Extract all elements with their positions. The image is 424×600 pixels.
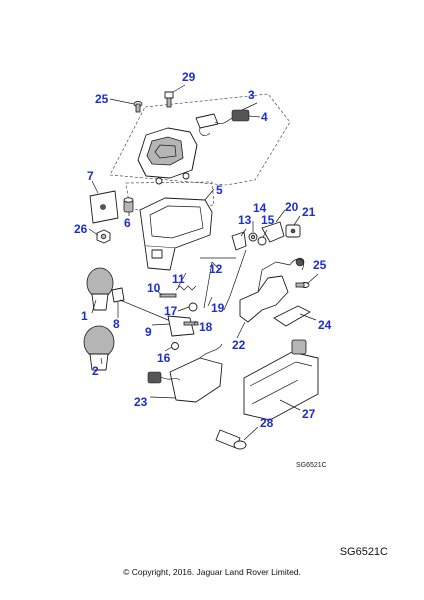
bolt-29	[164, 91, 174, 108]
knob-cover-2	[83, 325, 115, 371]
screw-25-top	[133, 101, 143, 113]
callout-9: 9	[145, 325, 152, 339]
callout-25-right: 25	[313, 258, 327, 272]
callout-21: 21	[302, 205, 316, 219]
interlock-assembly-22	[239, 257, 305, 323]
selector-housing	[137, 127, 198, 185]
bushing-14	[248, 232, 258, 242]
callout-14: 14	[253, 201, 267, 215]
callout-29: 29	[182, 70, 196, 84]
pin-18	[183, 321, 199, 326]
callout-24: 24	[318, 318, 332, 332]
callout-19: 19	[211, 301, 225, 315]
callout-13: 13	[238, 213, 252, 227]
selector-lever-9	[119, 299, 195, 337]
callout-20: 20	[285, 200, 299, 214]
bracket-24	[273, 305, 311, 327]
harness-connector-3-4	[195, 109, 250, 136]
spring-11	[175, 285, 197, 291]
callout-1: 1	[81, 309, 88, 323]
washer-16	[171, 342, 179, 350]
callout-18: 18	[199, 320, 213, 334]
callout-5: 5	[216, 183, 223, 197]
plug-6	[123, 197, 134, 213]
callout-15: 15	[261, 213, 275, 227]
knob-insert-8	[111, 287, 125, 303]
callout-27: 27	[302, 407, 316, 421]
callout-7: 7	[87, 169, 94, 183]
callout-25-top: 25	[95, 92, 109, 106]
block-21	[285, 224, 301, 238]
callout-3: 3	[248, 88, 255, 102]
control-module-27	[243, 339, 319, 421]
bolt-28	[215, 429, 247, 450]
callout-12: 12	[209, 262, 223, 276]
drawing-code: SG6521C	[339, 546, 388, 558]
callout-23: 23	[134, 395, 148, 409]
drawing-reference: SG6521C	[296, 462, 327, 469]
nut-26	[96, 229, 111, 244]
callout-26: 26	[74, 222, 88, 236]
bush-17	[188, 302, 198, 312]
callout-11: 11	[172, 272, 185, 286]
callout-10: 10	[147, 281, 161, 295]
pin-10	[159, 293, 177, 298]
callout-6: 6	[124, 216, 131, 230]
washer-15	[257, 236, 267, 246]
screw-25-right	[295, 282, 310, 288]
callout-28: 28	[260, 416, 274, 430]
gear-knob-1	[86, 267, 114, 311]
actuator-20	[261, 221, 285, 243]
clip-13	[231, 231, 247, 251]
copyright-notice: © Copyright, 2016. Jaguar Land Rover Lim…	[123, 567, 301, 577]
callout-17: 17	[164, 304, 178, 318]
control-rod-12-19	[200, 249, 247, 311]
callout-16: 16	[157, 351, 171, 365]
mounting-plate-7	[89, 190, 119, 224]
callout-4: 4	[261, 110, 268, 124]
assembly-outline-dashed	[109, 93, 291, 186]
callout-2: 2	[92, 364, 99, 378]
shift-lock-bracket-23	[147, 343, 223, 403]
leader-lines	[88, 84, 319, 441]
mounting-bracket-5	[139, 197, 213, 271]
callout-8: 8	[113, 317, 120, 331]
callout-22: 22	[232, 338, 246, 352]
